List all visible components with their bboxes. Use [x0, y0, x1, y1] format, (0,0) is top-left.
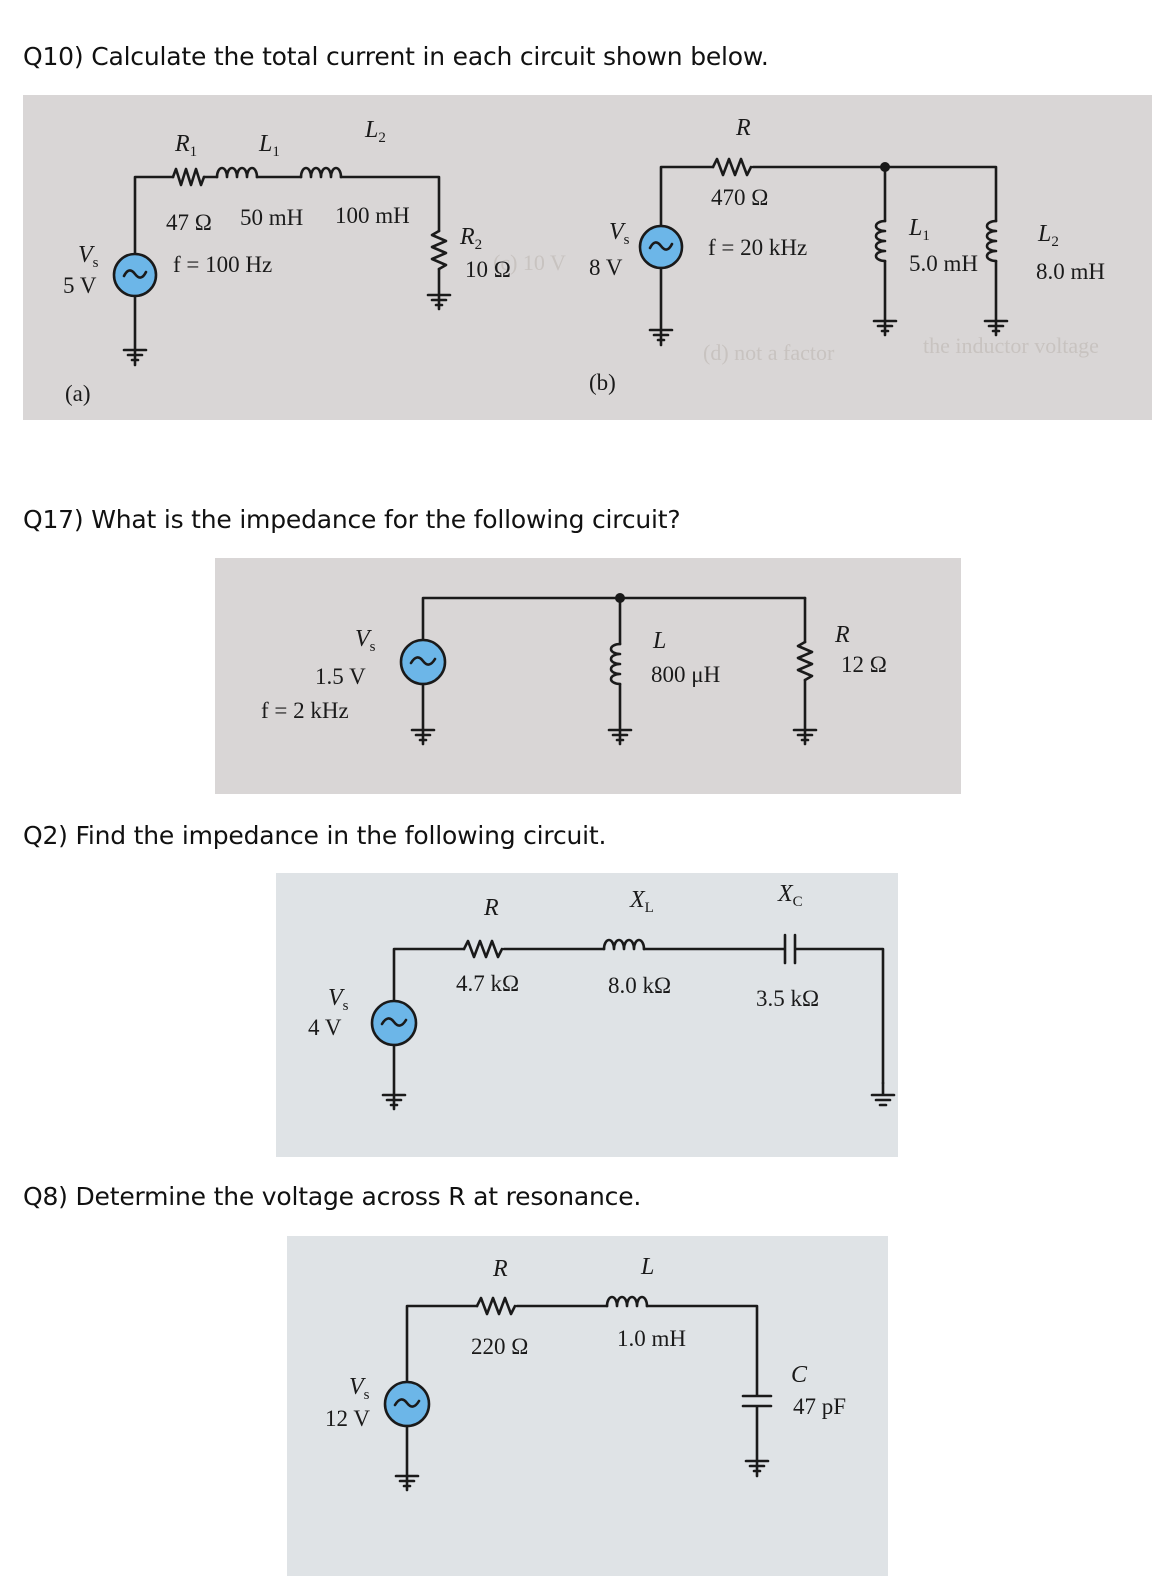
resistor-r-symbol	[796, 640, 814, 682]
vs-symbol: Vs	[328, 985, 349, 1014]
xc-value: 3.5 kΩ	[756, 986, 819, 1011]
r-symbol: R	[834, 622, 850, 648]
frequency-value: f = 100 Hz	[173, 252, 272, 277]
question-q2: Q2) Find the impedance in the following …	[23, 821, 607, 850]
r-symbol: R	[492, 1256, 508, 1282]
l-value: 800 μH	[651, 662, 720, 687]
l1-symbol: L1	[258, 131, 280, 160]
ground-icon	[870, 1081, 896, 1107]
figure-q17: Vs 1.5 V f = 2 kHz L 800 μH R 12 Ω	[215, 558, 961, 794]
resistor-r1-symbol	[171, 167, 206, 187]
l2-value: 100 mH	[335, 203, 410, 228]
l1-symbol: L1	[908, 215, 930, 244]
l1-value: 50 mH	[240, 205, 303, 230]
circuit-label: (b)	[589, 370, 616, 395]
vs-value: 5 V	[63, 273, 97, 298]
ground-icon	[394, 1424, 420, 1492]
r-symbol: R	[483, 895, 499, 921]
figure-q8: R 220 Ω L 1.0 mH C 47 pF Vs 12 V	[287, 1236, 888, 1576]
frequency-value: f = 20 kHz	[708, 235, 807, 260]
resistor-r-symbol	[462, 939, 504, 959]
svg-text:(d) not a factor: (d) not a factor	[703, 340, 835, 365]
vs-value: 8 V	[589, 255, 623, 280]
vs-value: 4 V	[308, 1015, 342, 1040]
ground-icon	[122, 294, 148, 367]
frequency-value: f = 2 kHz	[261, 698, 349, 723]
question-q17: Q17) What is the impedance for the follo…	[23, 505, 681, 534]
figure-q2: R 4.7 kΩ XL 8.0 kΩ XC 3.5 kΩ Vs 4 V	[276, 873, 898, 1157]
vs-symbol: Vs	[609, 219, 630, 248]
r2-value: 10 Ω	[465, 257, 511, 282]
ground-icon	[648, 266, 674, 347]
question-q8: Q8) Determine the voltage across R at re…	[23, 1182, 642, 1211]
resistor-r-symbol	[475, 1296, 517, 1316]
r1-symbol: R1	[174, 131, 197, 160]
inductor-l2-symbol	[985, 219, 998, 263]
r1-value: 47 Ω	[166, 210, 212, 235]
circuit-b: R 470 Ω f = 20 kHz Vs 8 V L1 5.0 mH L2 8…	[589, 115, 1105, 395]
ground-icon	[983, 259, 1009, 337]
xl-value: 8.0 kΩ	[608, 973, 671, 998]
resistor-r2-symbol	[430, 229, 448, 271]
l2-value: 8.0 mH	[1036, 259, 1105, 284]
vs-value: 12 V	[325, 1406, 370, 1431]
l2-symbol: L2	[364, 117, 386, 146]
inductor-l1-symbol	[215, 166, 259, 179]
capacitor-xc-symbol	[642, 933, 885, 1085]
inductor-l1-symbol	[874, 219, 887, 263]
r-value: 220 Ω	[471, 1334, 528, 1359]
capacitor-c-symbol	[645, 1304, 773, 1463]
ground-icon	[607, 682, 633, 746]
vs-symbol: Vs	[355, 626, 376, 655]
vs-symbol: Vs	[78, 242, 99, 271]
ground-icon	[744, 1459, 770, 1478]
r-symbol: R	[735, 115, 751, 141]
l-symbol: L	[640, 1254, 654, 1280]
svg-text:the inductor voltage: the inductor voltage	[923, 333, 1099, 358]
inductor-l2-symbol	[299, 166, 343, 179]
xl-symbol: XL	[629, 887, 654, 916]
svg-text:(c) 10 V: (c) 10 V	[493, 250, 566, 275]
c-value: 47 pF	[793, 1394, 846, 1419]
resistor-r-symbol	[711, 157, 753, 177]
l-value: 1.0 mH	[617, 1326, 686, 1351]
r-value: 4.7 kΩ	[456, 971, 519, 996]
vs-symbol: Vs	[349, 1374, 370, 1403]
ground-icon	[381, 1043, 407, 1111]
l2-symbol: L2	[1037, 221, 1059, 250]
ground-icon	[792, 678, 818, 746]
inductor-xl-symbol	[602, 938, 646, 951]
ground-icon	[426, 267, 452, 311]
xc-symbol: XC	[777, 881, 803, 910]
question-q10: Q10) Calculate the total current in each…	[23, 42, 769, 71]
ground-icon	[410, 682, 436, 746]
c-symbol: C	[791, 1362, 808, 1388]
l1-value: 5.0 mH	[909, 251, 978, 276]
r-value: 470 Ω	[711, 185, 768, 210]
r2-symbol: R2	[459, 224, 482, 253]
l-symbol: L	[652, 628, 666, 654]
circuit-a: R1 L1 L2 47 Ω 50 mH 100 mH R2 10 Ω Vs 5 …	[63, 117, 511, 406]
r-value: 12 Ω	[841, 652, 887, 677]
figure-q10: (c) 10 V (d) not a factor the inductor v…	[23, 95, 1152, 420]
ground-icon	[872, 259, 898, 337]
inductor-l-symbol	[605, 1295, 649, 1308]
vs-value: 1.5 V	[315, 664, 366, 689]
circuit-label: (a)	[65, 381, 91, 406]
inductor-l-symbol	[609, 642, 622, 686]
